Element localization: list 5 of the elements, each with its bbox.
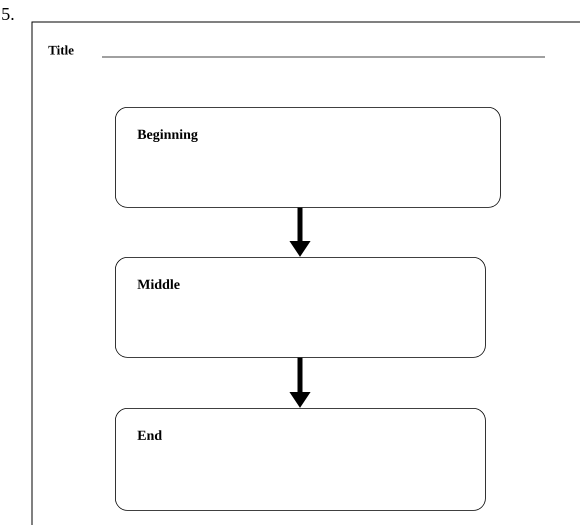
process-box: Middle	[115, 257, 486, 358]
process-box: Beginning	[115, 107, 501, 208]
title-label: Title	[48, 45, 74, 55]
process-box: End	[115, 408, 486, 511]
item-number: 5.	[2, 8, 14, 20]
